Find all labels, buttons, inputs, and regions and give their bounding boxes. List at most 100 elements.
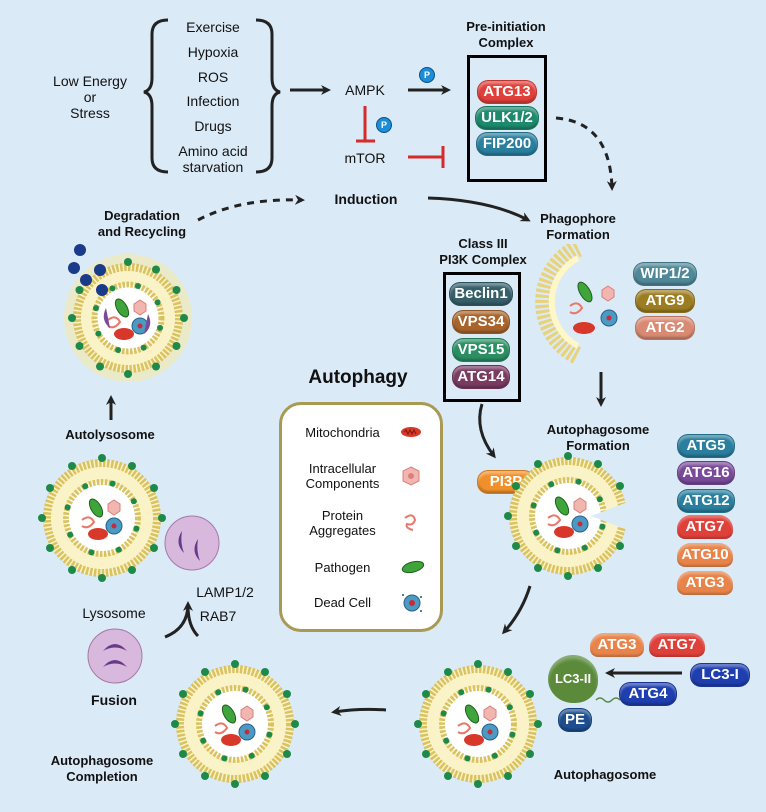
lc3-marker (179, 690, 187, 698)
arrow-autophagosome-to-completion (331, 705, 387, 716)
pathogen-icon (577, 281, 593, 303)
lc3-marker (75, 342, 84, 350)
lc3-marker (68, 462, 76, 470)
protein-atg13: ATG13 (477, 80, 537, 104)
protein-aggregate-icon (404, 514, 417, 531)
lc3-marker (283, 750, 291, 758)
lc3-lipid-tail (595, 697, 621, 703)
pre-initiation-title: Pre-initiation Complex (466, 19, 546, 50)
low-energy-label: Low Energy or Stress (53, 73, 127, 121)
lc3-marker (474, 660, 482, 668)
lc3-marker (46, 544, 54, 552)
lc3-marker (594, 564, 602, 572)
dead-cell-icon (402, 594, 422, 612)
pathogen-icon (401, 560, 425, 574)
lc3-marker (534, 564, 542, 572)
lc3-marker (231, 660, 239, 668)
pe-lipid: PE (558, 708, 592, 732)
lc3-marker (526, 750, 534, 758)
hexagon-component-icon (402, 466, 420, 486)
lc3-marker (534, 720, 542, 728)
mtor-label: mTOR (344, 150, 386, 166)
fusion-factor-lamp: LAMP1/2 (196, 584, 254, 600)
lc3-marker (534, 460, 542, 468)
stimulus-drugs: Drugs (194, 118, 232, 134)
arrow-induction-to-phagophore (427, 196, 531, 222)
lysosome-docking (164, 515, 220, 571)
lc3-marker (46, 484, 54, 492)
lc3-marker (594, 460, 602, 468)
lc3-marker (152, 362, 160, 371)
lc3-marker (150, 544, 158, 552)
stimuli-list: Exercise Hypoxia ROS Infection Drugs Ami… (160, 19, 266, 175)
stimulus-ros: ROS (197, 69, 229, 85)
lc3-marker (201, 772, 209, 780)
lc3-marker (414, 720, 422, 728)
degradation-products (66, 244, 112, 300)
induction-label: Induction (334, 191, 398, 207)
lc3-marker (128, 462, 136, 470)
arrow-pi3k-to-pi3p (478, 403, 496, 459)
lc3-marker (172, 286, 181, 294)
forming-autophagosome-vesicle (504, 452, 638, 580)
arrow-formation-to-autophagosome (501, 585, 532, 635)
lc3-i: LC3-I (690, 663, 750, 687)
lc3-marker (68, 566, 76, 574)
lc3-marker (75, 286, 84, 294)
lc3-marker (512, 542, 520, 550)
dashed-arrow-recycling-to-induction (197, 194, 305, 222)
lc3-marker (231, 780, 239, 788)
lc3-marker (158, 514, 166, 522)
amino-acid-dot (94, 264, 106, 276)
lc3-marker (124, 258, 132, 266)
amino-acid-dot (96, 284, 108, 296)
protein-vps15: VPS15 (452, 338, 510, 362)
dashed-arrow-complex-to-phagophore (555, 116, 617, 191)
lc3-marker (564, 452, 572, 460)
lc3-marker (172, 342, 181, 350)
lc3-marker (96, 362, 104, 371)
phospho-badge-ampk: P (419, 67, 435, 83)
lc3-atg3: ATG3 (590, 633, 644, 657)
protein-atg7: ATG7 (677, 515, 733, 539)
autophagosome-vesicle (414, 660, 542, 788)
autophagosome-label: Autophagosome (553, 767, 657, 782)
lc3-marker (98, 454, 106, 462)
lc3-marker (98, 574, 106, 582)
lc3-marker (152, 265, 160, 274)
protein-atg14: ATG14 (452, 365, 510, 389)
protein-atg3: ATG3 (677, 571, 733, 595)
lc3-marker (180, 314, 188, 322)
protein-aggregate-icon (569, 302, 584, 315)
pi3k-complex-title: Class III PI3K Complex (439, 236, 527, 267)
protein-atg9: ATG9 (635, 289, 695, 313)
protein-vps34: VPS34 (452, 310, 510, 334)
stimulus-amino-acid: Amino acid (178, 143, 248, 159)
amino-acid-dot (80, 274, 92, 286)
lc3-marker (474, 780, 482, 788)
lc3-ii: LC3-II (548, 655, 598, 703)
autolysosome-label: Autolysosome (65, 427, 155, 442)
lc3-marker (564, 572, 572, 580)
completed-autophagosome-vesicle (171, 660, 299, 788)
lc3-marker (504, 512, 512, 520)
lysosome (87, 628, 143, 684)
ampk-label: AMPK (345, 82, 385, 98)
amino-acid-dot (74, 244, 86, 256)
lc3-marker (512, 482, 520, 490)
phospho-badge-mtor: P (376, 117, 392, 133)
lc3-atg7: ATG7 (649, 633, 705, 657)
lysosome-label: Lysosome (82, 605, 146, 621)
lc3-marker (171, 720, 179, 728)
lc3-marker (68, 314, 76, 322)
lc3-marker (38, 514, 46, 522)
amino-acid-dot (68, 262, 80, 274)
protein-beclin1: Beclin1 (449, 282, 513, 306)
completion-label: Autophagosome Completion (50, 753, 154, 784)
lc3-marker (201, 668, 209, 676)
left-brace (143, 18, 169, 174)
lc3-marker (504, 668, 512, 676)
stimulus-infection: Infection (186, 93, 240, 109)
